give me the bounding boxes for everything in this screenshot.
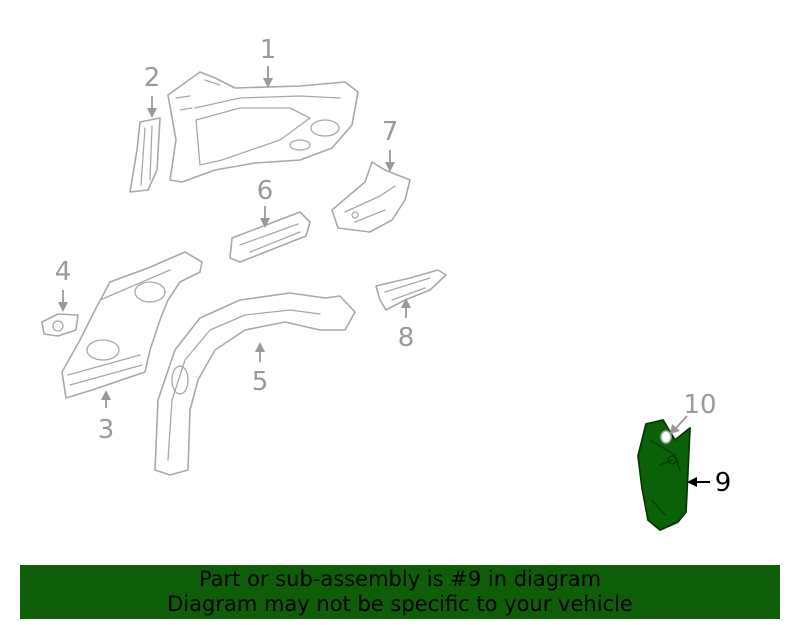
leader-arrows <box>58 66 710 487</box>
callout-8: 8 <box>398 323 415 353</box>
callout-6: 6 <box>257 176 274 206</box>
part-5-wheelhouse[interactable] <box>154 292 356 476</box>
part-7-upper-bracket[interactable] <box>331 161 411 233</box>
callout-7: 7 <box>382 117 399 147</box>
info-banner: Part or sub-assembly is #9 in diagram Di… <box>20 565 780 619</box>
callout-labels: 1 2 3 4 5 6 7 8 9 10 <box>55 35 732 498</box>
part-10-clip[interactable] <box>660 430 672 444</box>
callout-5: 5 <box>252 367 269 397</box>
callout-9: 9 <box>715 468 732 498</box>
part-9-highlighted-trim-panel[interactable] <box>637 419 691 531</box>
callout-1: 1 <box>260 35 277 65</box>
part-1-quarter-inner-panel[interactable] <box>167 71 359 183</box>
callout-3: 3 <box>98 415 115 445</box>
part-4-bracket[interactable] <box>41 313 79 337</box>
part-8-bracket[interactable] <box>375 269 447 311</box>
callout-2: 2 <box>144 63 161 93</box>
part-3-quarter-lower-panel[interactable] <box>61 251 203 399</box>
banner-line-1: Part or sub-assembly is #9 in diagram <box>198 567 602 591</box>
part-2-pillar-reinforcement[interactable] <box>129 117 161 193</box>
callout-4: 4 <box>55 257 72 287</box>
part-6-bracket[interactable] <box>229 211 311 263</box>
callout-10: 10 <box>683 390 716 420</box>
banner-line-2: Diagram may not be specific to your vehi… <box>167 592 633 616</box>
